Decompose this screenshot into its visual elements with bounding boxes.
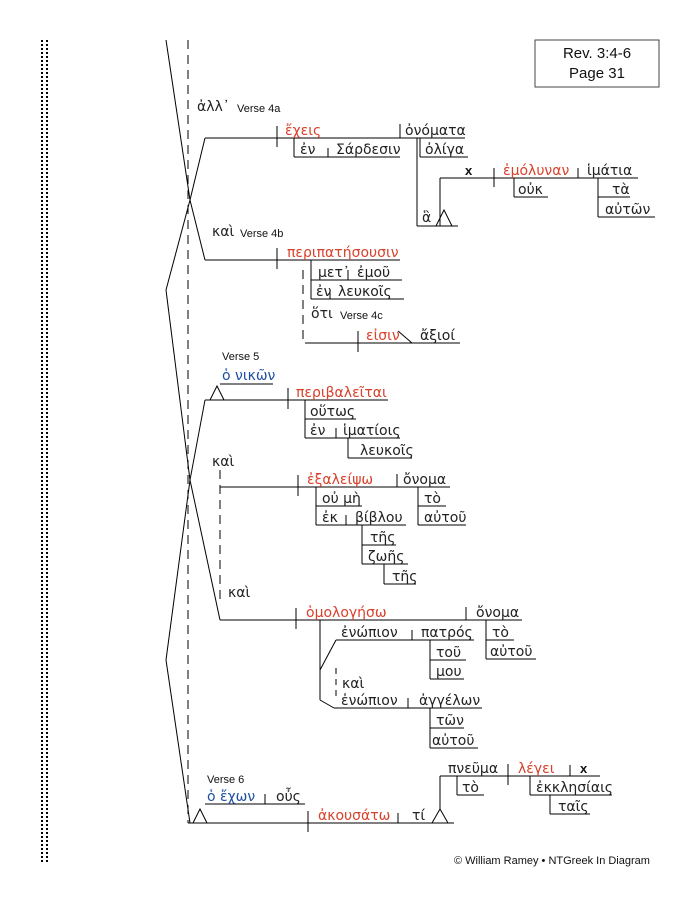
- verse-label-5: Verse 5: [222, 351, 259, 363]
- word-ous: οὖς: [276, 787, 301, 805]
- word-to-2: τὸ: [492, 625, 509, 641]
- word-autou-2: αὐτοῦ: [490, 644, 532, 660]
- word-onomata: ὀνόματα: [405, 123, 466, 139]
- word-ek: ἐκ: [322, 510, 338, 526]
- word-exaleipso: ἐξαλείψω: [307, 472, 373, 488]
- verse-label-4a: Verse 4a: [237, 103, 281, 115]
- word-onoma-2: ὄνομα: [476, 605, 519, 621]
- reference-line-2: Page 31: [569, 65, 625, 82]
- verse-label-4c: Verse 4c: [340, 310, 383, 322]
- v5c-lines: [220, 607, 536, 749]
- word-himatiois: ἱματίοις: [343, 423, 401, 439]
- word-ti: τί: [412, 808, 425, 824]
- v4a-lines: [205, 124, 655, 227]
- word-eisin: εἰσιν: [366, 328, 400, 344]
- word-enopion-1: ἐνώπιον: [341, 625, 398, 641]
- verse-label-4b: Verse 4b: [240, 228, 283, 240]
- word-ekklesiais: ἐκκλησίαις: [536, 780, 613, 796]
- word-tou: τοῦ: [436, 645, 461, 661]
- word-kai-1: καὶ: [212, 224, 234, 240]
- word-legei: λέγει: [518, 761, 555, 777]
- x-marker-1: x: [465, 163, 473, 178]
- word-emou: ἐμοῦ: [357, 265, 390, 281]
- credit-line: © William Ramey • NTGreek In Diagram: [454, 855, 650, 867]
- reference-box: [534, 39, 660, 88]
- word-leukois-1: λευκοῖς: [338, 284, 392, 300]
- word-kai-2: καὶ: [212, 454, 234, 470]
- word-onoma-1: ὄνομα: [403, 472, 446, 488]
- word-akousato: ἀκουσάτω: [318, 808, 390, 824]
- x-marker-2: x: [580, 761, 588, 776]
- word-enopion-2: ἐνώπιον: [341, 693, 398, 709]
- word-sardesin: Σάρδεσιν: [336, 142, 401, 158]
- word-ta: τὰ: [612, 182, 630, 198]
- word-autou-1: αὐτοῦ: [424, 510, 466, 526]
- word-ho-echon: ὁ ἔχων: [207, 789, 255, 805]
- word-biblou: βίβλου: [355, 510, 403, 526]
- v5b-lines: [219, 470, 466, 600]
- word-auton-1: αὐτῶν: [605, 202, 650, 218]
- word-mou: μου: [436, 664, 462, 680]
- word-to-1: τὸ: [424, 491, 441, 507]
- v6-lines: [192, 764, 612, 832]
- word-en-3: ἐν: [310, 423, 326, 439]
- word-tes-2: τῆς: [392, 569, 418, 585]
- word-zoes: ζωῆς: [368, 549, 404, 565]
- word-kai-3: καὶ: [228, 585, 250, 601]
- word-oliga: ὀλίγα: [425, 142, 464, 158]
- word-ha: ἃ: [422, 210, 431, 226]
- word-pneuma: πνεῦμα: [448, 761, 498, 777]
- word-houtos: οὕτως: [310, 404, 355, 420]
- word-axioi: ἄξιοί: [420, 328, 455, 344]
- word-all: ἀλλ᾽: [197, 99, 230, 115]
- word-echeis: ἔχεις: [285, 123, 321, 139]
- word-hoti: ὅτι: [311, 306, 333, 322]
- v5-lines: [205, 383, 412, 459]
- word-angelon: ἀγγέλων: [419, 693, 480, 709]
- verse-label-6: Verse 6: [207, 774, 244, 786]
- word-en-1: ἐν: [300, 142, 316, 158]
- word-himatia: ἱμάτια: [587, 163, 632, 179]
- word-tais: ταῖς: [558, 799, 589, 815]
- word-peribaleitai: περιβαλεῖται: [296, 385, 387, 401]
- word-homologeso: ὁμολογήσω: [306, 605, 387, 621]
- word-patros: πατρός: [421, 625, 473, 641]
- word-kai-4: καὶ: [342, 676, 364, 692]
- word-tes-1: τῆς: [370, 530, 396, 546]
- word-ou-me: οὐ μὴ: [322, 491, 361, 507]
- word-autou-3: αὐτοῦ: [432, 733, 474, 749]
- word-met: μετ᾽: [318, 265, 350, 281]
- word-to-3: τὸ: [462, 780, 479, 796]
- word-ho-nikon: ὁ νικῶν: [222, 368, 276, 384]
- main-connectors: [165, 39, 310, 824]
- word-ton: τῶν: [436, 713, 464, 729]
- v4b-lines: [205, 248, 460, 352]
- word-ouk: οὐκ: [518, 182, 543, 198]
- reference-line-1: Rev. 3:4-6: [563, 45, 631, 62]
- word-peripatesousin: περιπατήσουσιν: [287, 245, 399, 261]
- word-leukois-2: λευκοῖς: [360, 443, 414, 459]
- word-en-2: ἐν: [316, 284, 332, 300]
- word-emolunan: ἐμόλυναν: [503, 163, 569, 179]
